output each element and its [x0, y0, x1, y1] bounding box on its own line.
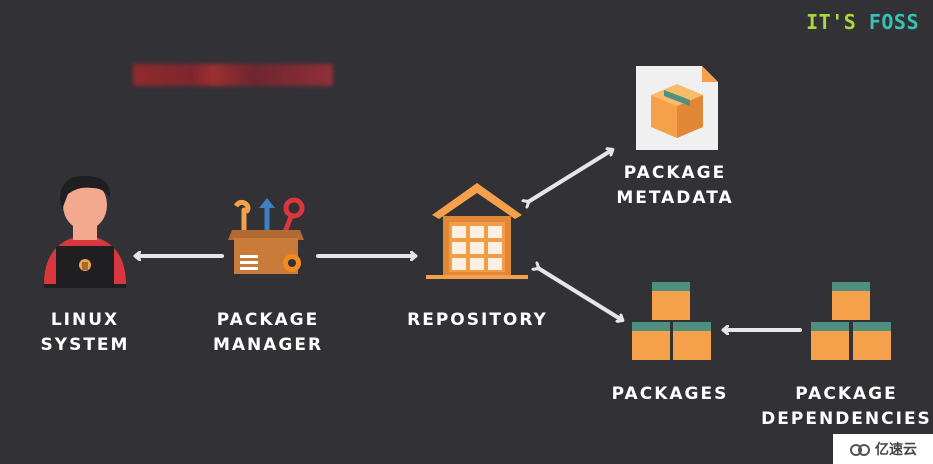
- label-linux-system-line2: SYSTEM: [40, 335, 130, 355]
- repository-icon: [426, 183, 528, 279]
- redacted-title: [133, 64, 333, 86]
- label-package-metadata-line1: PACKAGE: [623, 163, 727, 183]
- brand-logo-part2: FOSS: [868, 10, 919, 34]
- label-repository-line1: REPOSITORY: [407, 310, 548, 330]
- linux-user-icon: [44, 175, 126, 288]
- arrow-repository-packages: [538, 268, 622, 320]
- label-package-metadata: PACKAGE METADATA: [605, 161, 745, 211]
- label-package-manager-line1: PACKAGE: [216, 310, 320, 330]
- packages-icon: [632, 282, 711, 360]
- label-package-metadata-line2: METADATA: [616, 188, 734, 208]
- label-package-dependencies-line1: PACKAGE: [795, 384, 898, 404]
- cloud-icon: [850, 444, 870, 456]
- label-package-manager: PACKAGE MANAGER: [198, 308, 338, 358]
- label-packages: PACKAGES: [600, 382, 740, 407]
- arrow-repository-metadata: [528, 150, 612, 202]
- label-package-dependencies: PACKAGE DEPENDENCIES: [760, 382, 933, 432]
- watermark-text: 亿速云: [875, 442, 917, 458]
- package-dependencies-icon: [811, 282, 891, 360]
- watermark: 亿速云: [833, 434, 933, 464]
- label-linux-system-line1: LINUX: [50, 310, 120, 330]
- package-metadata-icon: [636, 66, 718, 150]
- brand-logo: IT'S FOSS: [806, 10, 919, 34]
- label-linux-system: LINUX SYSTEM: [25, 308, 145, 358]
- label-repository: REPOSITORY: [400, 308, 555, 333]
- brand-logo-part1: IT'S: [806, 10, 869, 34]
- label-package-dependencies-line2: DEPENDENCIES: [761, 409, 932, 429]
- label-packages-line1: PACKAGES: [611, 384, 729, 404]
- package-manager-icon: [228, 197, 305, 274]
- label-package-manager-line2: MANAGER: [212, 335, 324, 355]
